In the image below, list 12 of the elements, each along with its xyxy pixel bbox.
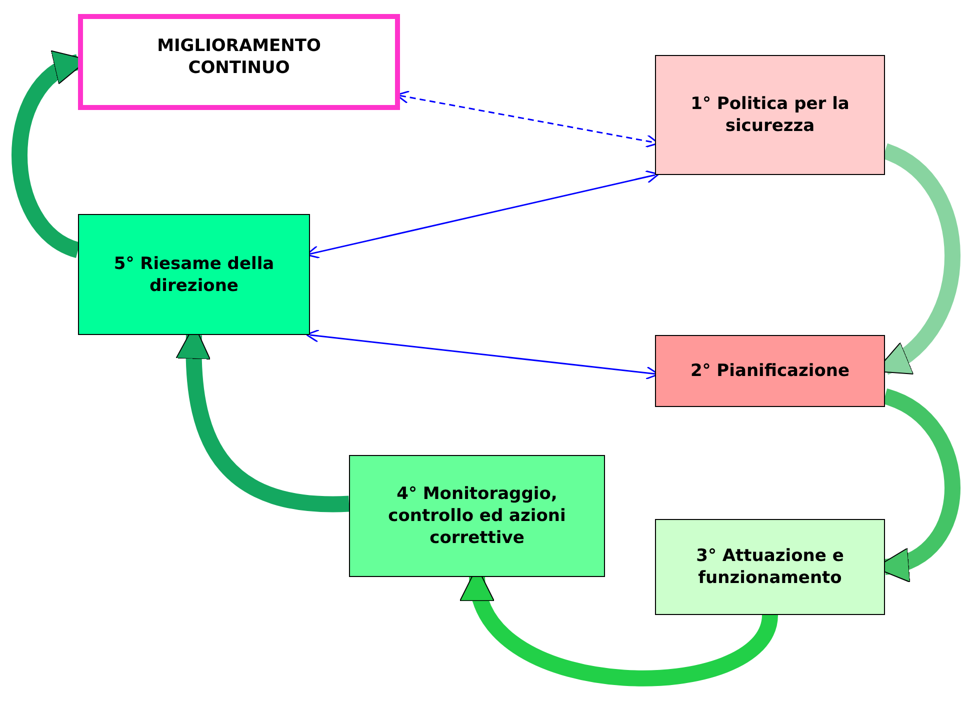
box-label: MIGLIORAMENTO CONTINUO <box>156 35 322 79</box>
step-box <box>655 335 885 407</box>
step-box <box>655 519 885 615</box>
step-box <box>655 55 885 175</box>
step-box <box>349 455 605 577</box>
step-box <box>78 214 310 335</box>
box-label: 5° Riesame della direzione <box>112 252 276 296</box>
box-label: 3° Attuazione e funzionamento <box>695 545 845 589</box>
box-label: 2° Pianificazione <box>690 360 850 382</box>
goal-box <box>78 14 400 110</box>
box-label: 4° Monitoraggio, controllo ed azioni correttive <box>387 483 567 549</box>
box-label: 1° Politica per la sicurezza <box>690 93 850 137</box>
